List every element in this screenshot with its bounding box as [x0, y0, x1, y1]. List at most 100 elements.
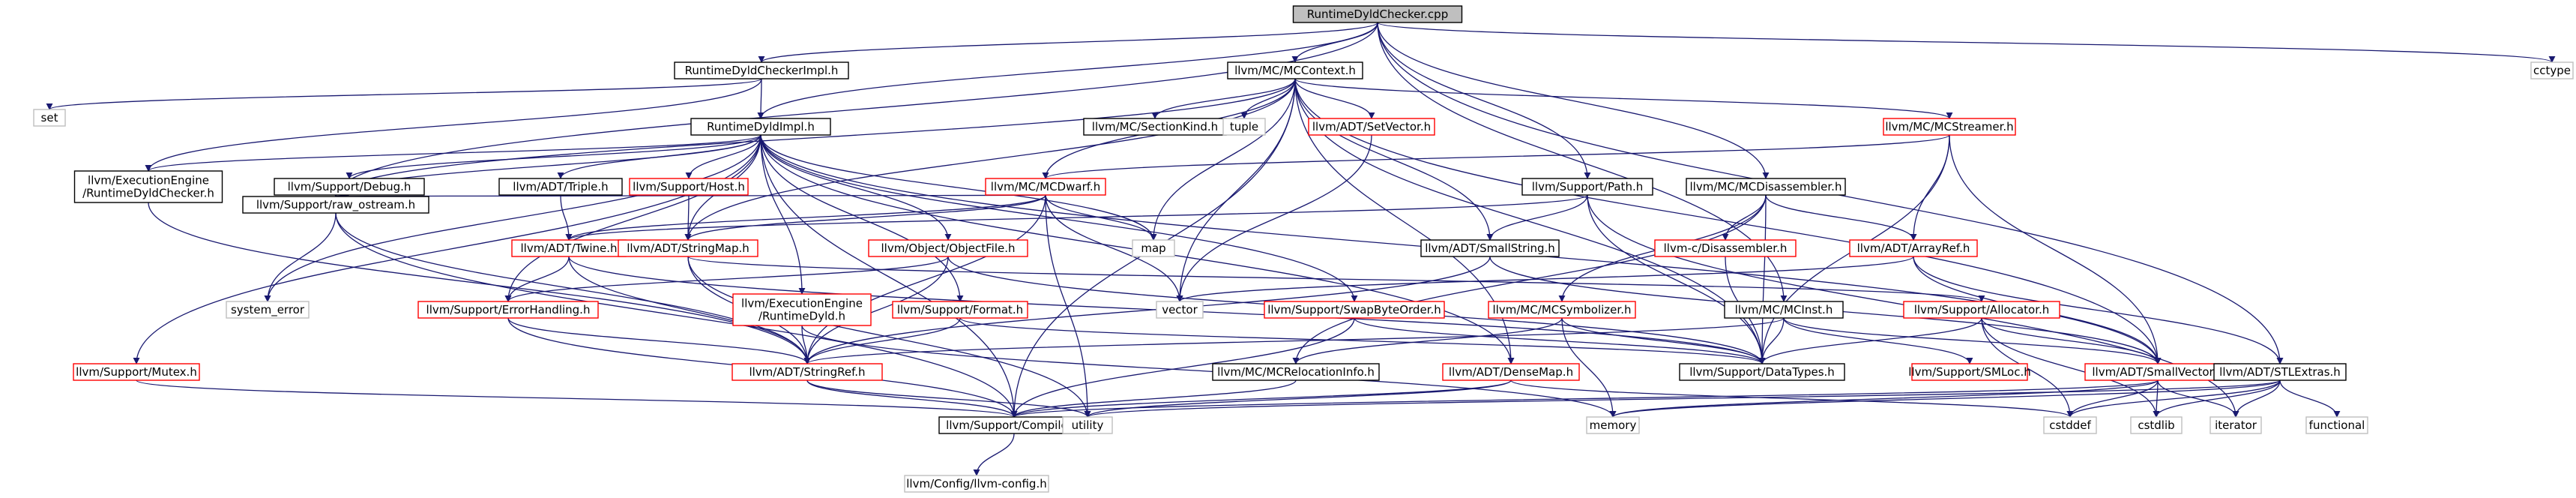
node-label: llvm/MC/MCContext.h: [1234, 64, 1356, 77]
node-label: llvm/MC/MCInst.h: [1735, 303, 1833, 316]
node-llvm-adt-twine-h[interactable]: llvm/ADT/Twine.h: [511, 239, 627, 257]
edge-llvm-mc-mcdisassembler-h-to-llvm-c-disassembler-h: [1722, 194, 1767, 241]
edge-llvm-support-path-h-to-llvm-adt-smallstring-h: [1486, 194, 1588, 241]
edge-llvm-mc-mcdwarf-h-to-llvm-adt-stringref-h: [803, 194, 1046, 364]
edge-llvm-mc-mcdwarf-h-to-vector: [1045, 194, 1183, 302]
node-llvm-mc-mcinst-h[interactable]: llvm/MC/MCInst.h: [1724, 301, 1844, 319]
node-label: llvm/Support/ErrorHandling.h: [426, 303, 591, 316]
node-runtimedyldimpl-h[interactable]: RuntimeDyldImpl.h: [690, 118, 831, 136]
node-llvm-mc-mcsymbolizer-h[interactable]: llvm/MC/MCSymbolizer.h: [1488, 301, 1636, 319]
node-label: llvm/MC/MCStreamer.h: [1885, 120, 2013, 134]
node-llvm-mc-sectionkind-h[interactable]: llvm/MC/SectionKind.h: [1083, 118, 1227, 136]
node-label: llvm/ADT/DenseMap.h: [1449, 365, 1573, 379]
node-llvm-support-path-h[interactable]: llvm/Support/Path.h: [1521, 178, 1653, 196]
node-box: [1686, 178, 1846, 196]
node-functional: functional: [2305, 416, 2368, 434]
node-llvm-c-disassembler-h[interactable]: llvm-c/Disassembler.h: [1654, 239, 1797, 257]
node-llvm-mc-mcdisassembler-h[interactable]: llvm/MC/MCDisassembler.h: [1686, 178, 1846, 196]
edge-llvm-support-allocator-h-to-llvm-support-datatypes-h: [1758, 317, 1982, 364]
node-label: RuntimeDyldImpl.h: [707, 120, 815, 134]
node-label: cstdlib: [2138, 418, 2174, 432]
node-llvm-object-objectfile-h[interactable]: llvm/Object/ObjectFile.h: [868, 239, 1028, 257]
node-llvm-mc-mcstreamer-h[interactable]: llvm/MC/MCStreamer.h: [1883, 118, 2016, 136]
edge-llvm-mc-mcinst-h-to-llvm-support-smloc-h: [1783, 317, 1973, 364]
edge-llvm-mc-mcdisassembler-h-to-llvm-adt-arrayref-h: [1765, 194, 1917, 241]
node-llvm-support-allocator-h[interactable]: llvm/Support/Allocator.h: [1903, 301, 2060, 319]
node-box: [1308, 118, 1435, 136]
edge-llvm-adt-arrayref-h-to-llvm-adt-stlextras-h: [1913, 256, 2284, 364]
edge-llvm-adt-smallvector-h-to-cstddef: [2066, 380, 2159, 418]
node-box: [674, 62, 849, 80]
node-llvm-support-swapbyteorder-h[interactable]: llvm/Support/SwapByteOrder.h: [1264, 301, 1445, 319]
node-label: map: [1141, 242, 1165, 255]
node-box: [274, 178, 425, 196]
node-box: [73, 363, 200, 381]
node-cstddef: cstddef: [2043, 416, 2097, 434]
edge-llvm-adt-twine-h-to-llvm-support-errorhandling-h: [504, 256, 570, 302]
node-llvm-support-mutex-h[interactable]: llvm/Support/Mutex.h: [73, 363, 200, 381]
node-label: llvm/ADT/Triple.h: [513, 180, 608, 194]
node-llvm-support-debug-h[interactable]: llvm/Support/Debug.h: [274, 178, 425, 196]
node-llvm-support-datatypes-h[interactable]: llvm/Support/DataTypes.h: [1679, 363, 1845, 381]
node-llvm-adt-stringref-h[interactable]: llvm/ADT/StringRef.h: [732, 363, 883, 381]
edge-llvm-mc-mcsymbolizer-h-to-llvm-support-datatypes-h: [1561, 317, 1766, 364]
node-llvm-adt-arrayref-h[interactable]: llvm/ADT/ArrayRef.h: [1849, 239, 1978, 257]
node-llvm-support-compiler-h[interactable]: llvm/Support/Compiler.h: [938, 416, 1090, 434]
node-llvm-support-format-h[interactable]: llvm/Support/Format.h: [892, 301, 1028, 319]
edge-llvm-adt-densemap-h-to-utility: [1084, 380, 1512, 418]
node-box: [1724, 301, 1844, 319]
edge-llvm-support-raw-ostream-h-to-llvm-support-compiler-h: [335, 212, 1018, 418]
node-runtimedyldchecker-cpp[interactable]: RuntimeDyldChecker.cpp: [1292, 5, 1463, 23]
edge-runtimedyldchecker-cpp-to-runtimedyldimpl-h: [757, 22, 1378, 119]
node-llvm-support-host-h[interactable]: llvm/Support/Host.h: [629, 178, 749, 196]
node-label: llvm/ADT/ArrayRef.h: [1857, 242, 1970, 255]
node-llvm-adt-triple-h[interactable]: llvm/ADT/Triple.h: [498, 178, 623, 196]
edge-llvm-adt-smallvector-h-to-memory: [1609, 380, 2159, 418]
node-label: llvm/MC/MCDwarf.h: [991, 180, 1100, 194]
edge-runtimedyldchecker-cpp-to-runtimedyldcheckerimpl-h: [758, 22, 1378, 63]
node-cctype: cctype: [2530, 62, 2574, 80]
node-label: llvm/ExecutionEngine/RuntimeDyldChecker.…: [82, 174, 214, 200]
node-label: llvm/ADT/Twine.h: [520, 242, 617, 255]
edge-llvm-support-errorhandling-h-to-llvm-adt-stringref-h: [507, 317, 811, 364]
edge-llvm-adt-densemap-h-to-llvm-support-compiler-h: [1010, 380, 1512, 418]
edge-llvm-support-allocator-h-to-llvm-adt-smallvector-h: [1981, 317, 2162, 364]
node-llvm-adt-smallstring-h[interactable]: llvm/ADT/SmallString.h: [1420, 239, 1560, 257]
node-llvm-adt-smallvector-h[interactable]: llvm/ADT/SmallVector.h: [2084, 363, 2231, 381]
node-llvm-mc-mcdwarf-h[interactable]: llvm/MC/MCDwarf.h: [985, 178, 1106, 196]
node-label: llvm/ADT/SmallVector.h: [2092, 365, 2223, 379]
node-box: [226, 301, 310, 319]
node-box: [1292, 5, 1463, 23]
node-llvm-support-smloc-h[interactable]: llvm/Support/SMLoc.h: [1908, 363, 2031, 381]
edge-llvm-adt-smallstring-h-to-llvm-adt-stringref-h: [803, 256, 1491, 364]
node-label: llvm/Support/SMLoc.h: [1908, 365, 2030, 379]
edge-llvm-adt-smallvector-h-to-llvm-support-compiler-h: [1010, 380, 2159, 418]
edge-llvm-mc-mccontext-h-to-llvm-mc-sectionkind-h: [1151, 78, 1296, 119]
node-llvm-adt-setvector-h[interactable]: llvm/ADT/SetVector.h: [1308, 118, 1435, 136]
node-llvm-adt-densemap-h[interactable]: llvm/ADT/DenseMap.h: [1442, 363, 1580, 381]
edge-llvm-support-compiler-h-to-llvm-config-llvm-config-h: [973, 433, 1015, 476]
edge-llvm-mc-mccontext-h-to-tuple: [1240, 78, 1296, 119]
node-box: [2305, 416, 2368, 434]
node-box: [1442, 363, 1580, 381]
node-llvm-executionengine-runtimedyld-h[interactable]: llvm/ExecutionEngine/RuntimeDyld.h: [732, 293, 872, 326]
node-llvm-executionengine-runtimedyldchecker-h[interactable]: llvm/ExecutionEngine/RuntimeDyldChecker.…: [73, 170, 223, 203]
node-llvm-mc-mcrelocationinfo-h[interactable]: llvm/MC/MCRelocationInfo.h: [1212, 363, 1380, 381]
node-label: llvm/MC/MCRelocationInfo.h: [1217, 365, 1375, 379]
node-box: [868, 239, 1028, 257]
node-runtimedyldcheckerimpl-h[interactable]: RuntimeDyldCheckerImpl.h: [674, 62, 849, 80]
node-box: [629, 178, 749, 196]
edge-llvm-adt-arrayref-h-to-vector: [1176, 256, 1914, 302]
edge-llvm-adt-stlextras-h-to-functional: [2279, 380, 2341, 418]
node-label: vector: [1162, 303, 1198, 316]
node-llvm-support-errorhandling-h[interactable]: llvm/Support/ErrorHandling.h: [417, 301, 599, 319]
node-box: [242, 196, 429, 214]
node-llvm-support-raw-ostream-h[interactable]: llvm/Support/raw_ostream.h: [242, 196, 429, 214]
node-utility: utility: [1062, 416, 1113, 434]
node-llvm-adt-stringmap-h[interactable]: llvm/ADT/StringMap.h: [618, 239, 758, 257]
node-label: cctype: [2533, 64, 2571, 77]
edge-llvm-support-path-h-to-llvm-adt-twine-h: [565, 194, 1588, 241]
node-llvm-mc-mccontext-h[interactable]: llvm/MC/MCContext.h: [1227, 62, 1363, 80]
edge-runtimedyldimpl-h-to-llvm-support-host-h: [685, 134, 761, 179]
node-llvm-adt-stlextras-h[interactable]: llvm/ADT/STLExtras.h: [2213, 363, 2347, 381]
